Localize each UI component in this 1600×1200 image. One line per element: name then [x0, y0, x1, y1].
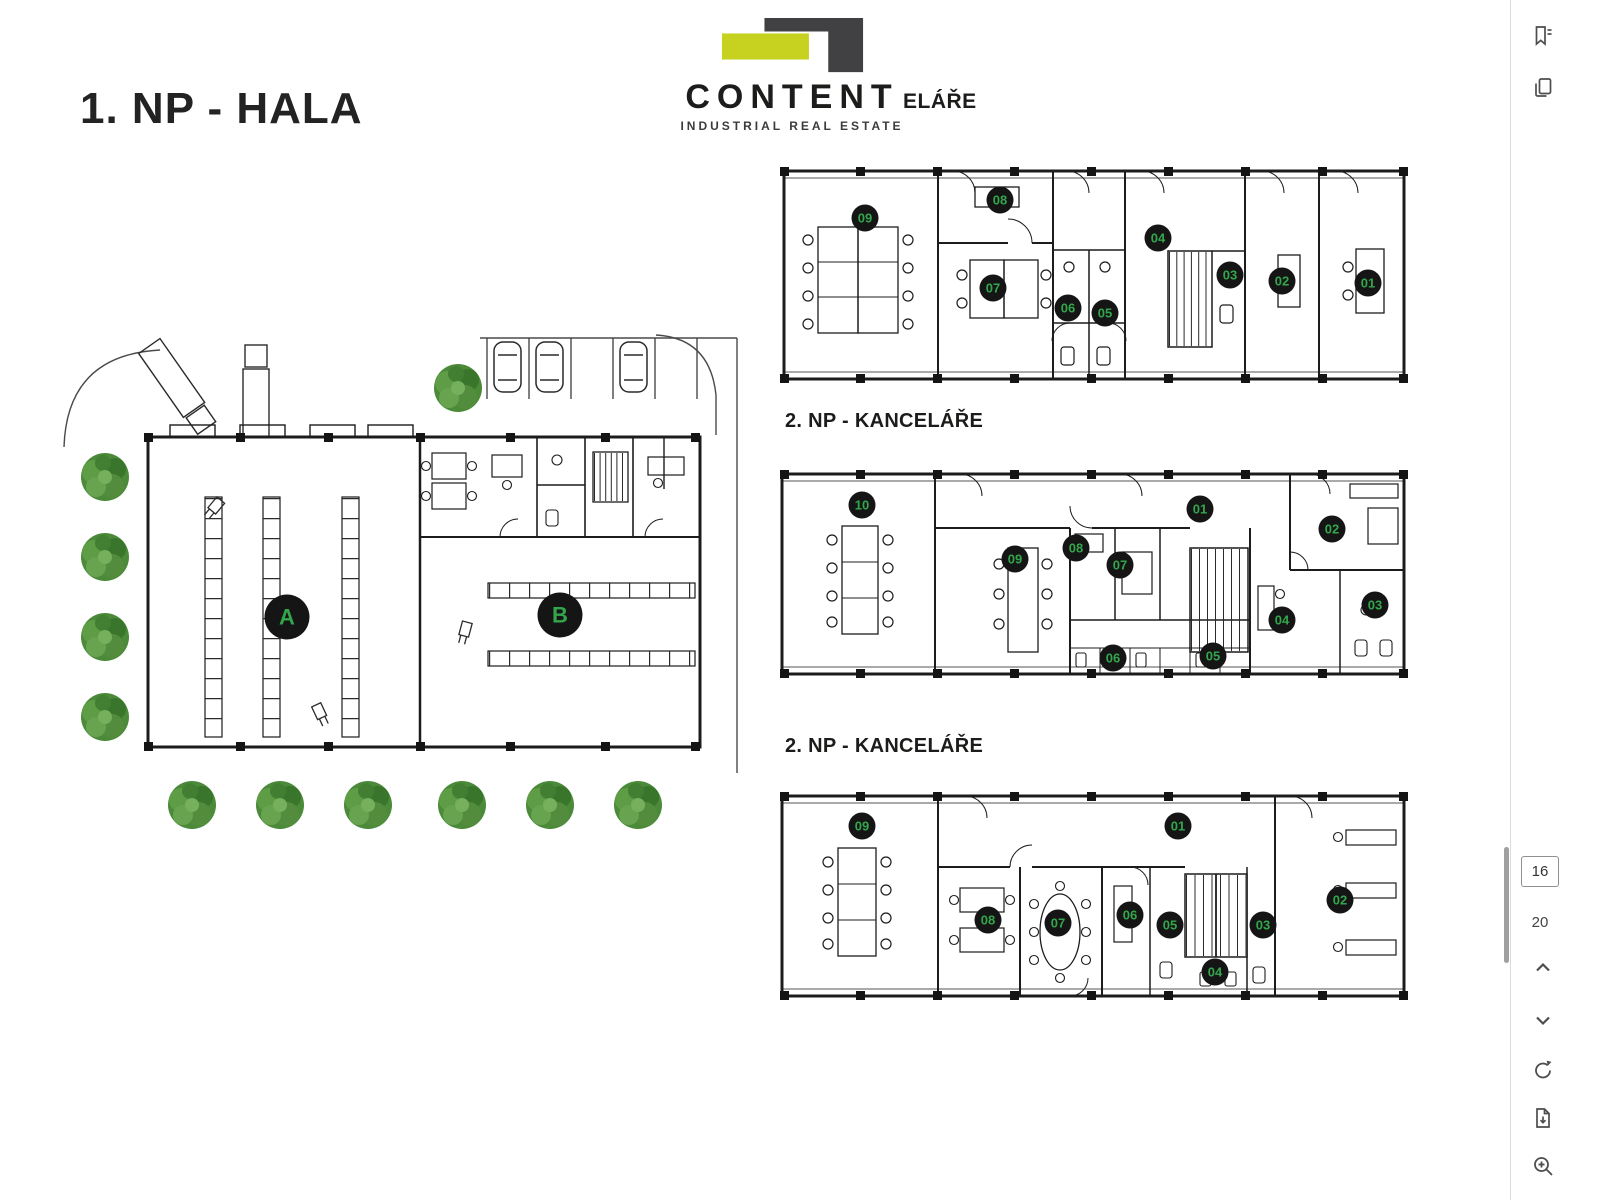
floor-plan-2np-kancelare-a: 10 09 08 07 06 05 04 03 02 01: [770, 460, 1415, 690]
obscured-heading-text: ELÁŘE: [903, 90, 977, 113]
tree-icon: [344, 781, 392, 829]
bookmarks-button[interactable]: [1529, 22, 1557, 50]
tree-icon: [434, 364, 482, 412]
room-badge-01: 01: [1186, 495, 1214, 523]
page-title: 1. NP - HALA: [80, 84, 363, 133]
wall-columns: [780, 167, 1408, 383]
save-page-icon: [1536, 1108, 1550, 1128]
room-badge-01: 01: [1164, 812, 1192, 840]
room-badge-03: 03: [1361, 591, 1389, 619]
tree-icon: [256, 781, 304, 829]
room-badge-09: 09: [1001, 545, 1029, 573]
room-badge-05: 05: [1199, 642, 1227, 670]
hall-walls: [146, 424, 702, 749]
room-badge-06: 06: [1099, 644, 1127, 672]
car-icon: [619, 341, 648, 393]
room-badge-07: 07: [979, 274, 1007, 302]
room-badge-04: 04: [1144, 224, 1172, 252]
zoom-in-icon: [1534, 1157, 1553, 1176]
bookmarks-icon: [1535, 26, 1552, 46]
room-badge-09: 09: [848, 812, 876, 840]
pdf-page: 1. NP - HALA CONTENT INDUSTRIAL REAL EST…: [60, 16, 1415, 1012]
room-badge-01: 01: [1354, 269, 1382, 297]
logo-tagline-text: INDUSTRIAL REAL ESTATE: [680, 119, 904, 133]
save-button[interactable]: [1529, 1104, 1557, 1132]
floor-plan-2np-kancelare-b: 09 08 07 06 05 04 03 02 01: [770, 782, 1415, 1012]
floor-plan-drawing: [780, 470, 1408, 678]
content-logo-mark-icon: [721, 17, 863, 73]
pdf-toolbar: 20: [1511, 0, 1600, 1200]
tree-icon: [81, 533, 129, 581]
room-badge-03: 03: [1249, 911, 1277, 939]
car-icon: [535, 341, 564, 393]
room-badge-08: 08: [986, 186, 1014, 214]
zone-badge-B: B: [537, 592, 583, 638]
wall-columns: [144, 433, 700, 751]
logo-brand-text: CONTENT: [685, 78, 899, 116]
tree-icon: [526, 781, 574, 829]
road-lines: [63, 334, 738, 773]
zone-badge-A: A: [264, 594, 310, 640]
content-logo: CONTENT INDUSTRIAL REAL ESTATE: [662, 16, 922, 133]
room-badge-05: 05: [1091, 299, 1119, 327]
room-badge-07: 07: [1044, 909, 1072, 937]
hall-drawing: [63, 334, 738, 829]
room-badge-06: 06: [1116, 901, 1144, 929]
chevron-up-icon: [1536, 962, 1550, 972]
refresh-icon: [1535, 1060, 1552, 1079]
chevron-down-icon: [1536, 1016, 1550, 1026]
room-badge-10: 10: [848, 491, 876, 519]
plan-2-label: 2. NP - KANCELÁŘE: [785, 410, 984, 432]
room-badge-08: 08: [1062, 534, 1090, 562]
room-badge-02: 02: [1318, 515, 1346, 543]
scrollbar-thumb[interactable]: [1504, 847, 1509, 963]
scrollbar-track[interactable]: [1510, 0, 1511, 1200]
truck-icon: [242, 344, 270, 438]
copy-page-icon: [1535, 78, 1552, 97]
next-page-button[interactable]: [1529, 1006, 1557, 1034]
tree-icon: [81, 613, 129, 661]
tree-icon: [81, 693, 129, 741]
forklift-icon: [456, 620, 473, 646]
floor-plan-1np-kancelare: 09 08 07 06 05 04 03 02 01: [770, 155, 1415, 405]
room-badge-06: 06: [1054, 294, 1082, 322]
room-badge-04: 04: [1201, 958, 1229, 986]
copy-button[interactable]: [1529, 74, 1557, 102]
room-badge-02: 02: [1326, 886, 1354, 914]
forklift-icon: [311, 702, 331, 728]
wall-columns: [780, 470, 1408, 678]
room-badge-03: 03: [1216, 261, 1244, 289]
floor-plan-drawing: [780, 792, 1408, 1000]
room-badge-07: 07: [1106, 551, 1134, 579]
previous-page-button[interactable]: [1529, 954, 1557, 982]
floor-plan-drawing: [780, 167, 1408, 383]
page-number-box: [1521, 856, 1559, 887]
tree-icon: [438, 781, 486, 829]
plan-3-label: 2. NP - KANCELÁŘE: [785, 735, 984, 757]
page-number-input[interactable]: [1521, 856, 1559, 887]
room-badge-09: 09: [851, 204, 879, 232]
total-pages-label: 20: [1531, 914, 1549, 931]
tree-icon: [168, 781, 216, 829]
car-icon: [493, 341, 522, 393]
tree-icon: [81, 453, 129, 501]
room-badge-05: 05: [1156, 911, 1184, 939]
tree-icon: [614, 781, 662, 829]
room-badge-02: 02: [1268, 267, 1296, 295]
zoom-in-button[interactable]: [1529, 1152, 1557, 1180]
truck-icon: [137, 337, 217, 436]
forklift-icon: [202, 496, 226, 521]
wall-columns: [780, 792, 1408, 1000]
room-badge-04: 04: [1268, 606, 1296, 634]
refresh-button[interactable]: [1529, 1056, 1557, 1084]
room-badge-08: 08: [974, 906, 1002, 934]
